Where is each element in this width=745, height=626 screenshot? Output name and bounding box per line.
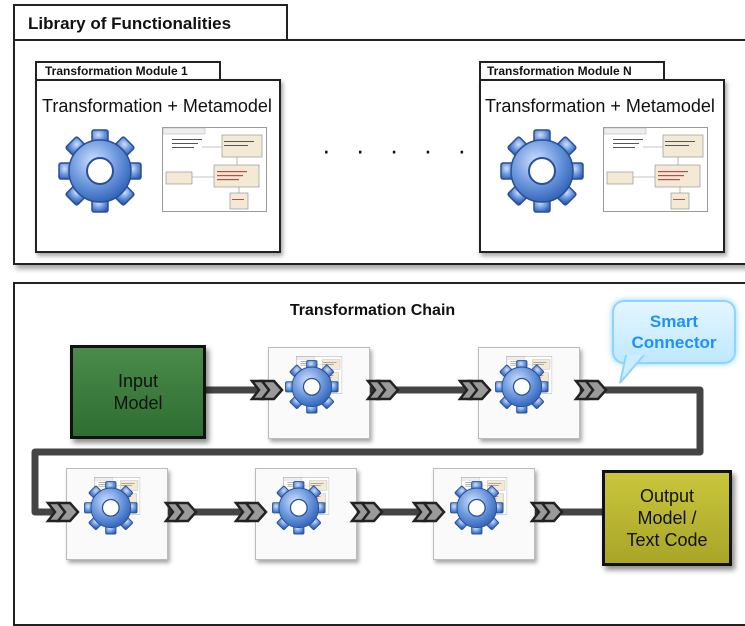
input-model-box: Input Model [70,345,206,439]
output-model-label: Output Model / Text Code [626,486,708,550]
callout-pointer [619,355,646,384]
input-port-icon [467,379,492,401]
module-1-header: Transformation Module 1 [45,64,188,78]
smart-connector-label: Smart Connector [631,312,717,352]
module-n-tab [479,61,665,81]
library-title: Library of Functionalities [28,14,232,33]
input-port-icon [259,379,284,401]
library-tab [13,4,288,39]
output-port-icon [173,501,198,523]
module-1-subtitle: Transformation + Metamodel [42,96,272,116]
module-1-tab [35,61,221,81]
output-port-icon [583,379,608,401]
output-port-icon [375,379,400,401]
input-port-icon [55,501,80,523]
input-port-icon [421,501,446,523]
module-n-subtitle: Transformation + Metamodel [485,96,715,116]
input-model-label: Input Model [113,371,163,413]
output-port-icon [539,501,564,523]
smart-connector-callout: Smart Connector [612,300,736,364]
chain-title: Transformation Chain [289,302,456,319]
module-n-header: Transformation Module N [487,64,632,78]
input-port-icon [243,501,268,523]
output-port-icon [359,501,384,523]
output-model-box: Output Model / Text Code [602,470,732,566]
